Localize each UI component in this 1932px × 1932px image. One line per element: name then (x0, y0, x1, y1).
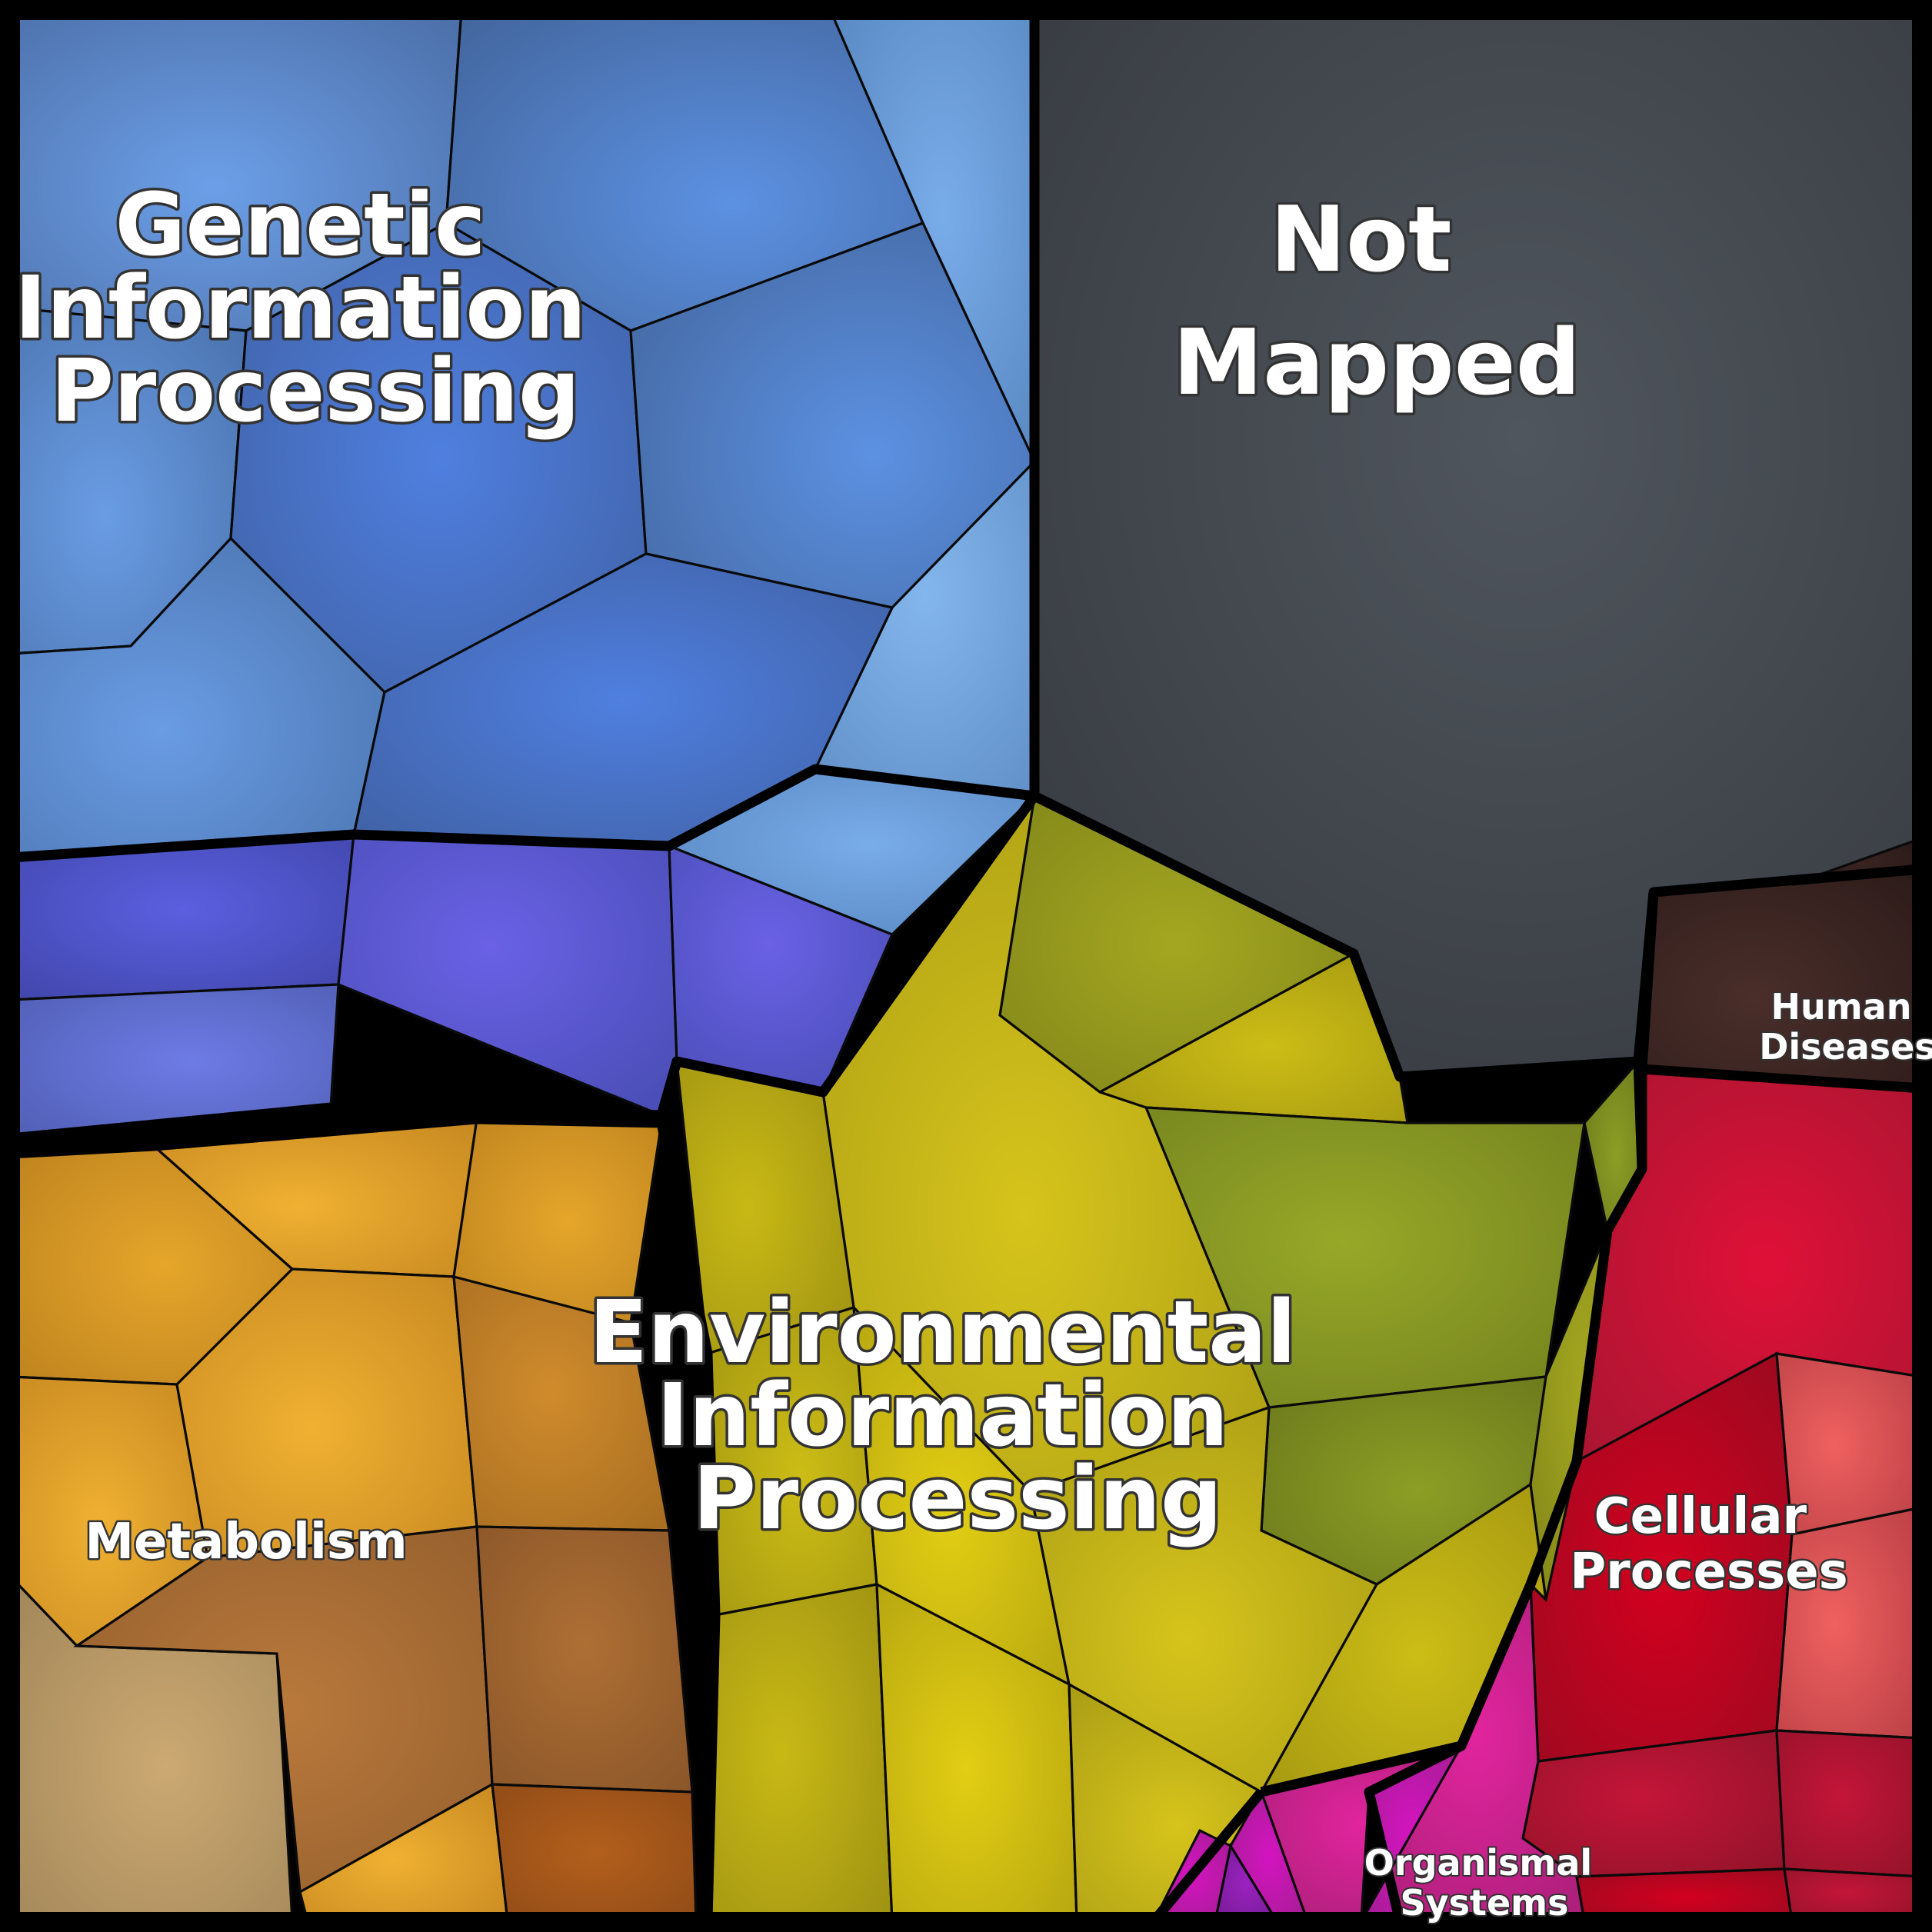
group-boundaries (10, 11, 1922, 1925)
outline-metabolism (10, 1114, 721, 1922)
outline-organismal-left (1260, 1740, 1463, 1797)
cell-metabolism-11[interactable] (491, 1783, 698, 1923)
cell-gip-11[interactable] (9, 833, 355, 1001)
group-genetic-information-processing[interactable] (9, 9, 1038, 1140)
outline-organismal-bottom-left (1150, 1788, 1265, 1925)
outline-not-mapped-bottom (1633, 864, 1922, 1062)
cell-cellular-4[interactable] (1775, 1506, 1923, 1740)
cell-cellular-3[interactable] (1775, 1352, 1923, 1536)
cell-eip-13[interactable] (706, 1583, 894, 1923)
cell-metabolism-9[interactable] (475, 1525, 694, 1794)
group-cellular-processes[interactable] (1521, 1068, 1923, 1923)
cell-gip-12[interactable] (337, 833, 678, 1118)
outline-gip-inner (10, 764, 1035, 863)
cell-eip-7[interactable] (706, 1305, 878, 1617)
cell-cellular-6[interactable] (1775, 1729, 1923, 1878)
group-metabolism[interactable] (9, 1118, 698, 1923)
cell-metabolism-6[interactable] (452, 1274, 671, 1532)
cell-human-diseases-1[interactable] (1641, 868, 1923, 1086)
outline-eip-right (1032, 791, 1647, 1923)
